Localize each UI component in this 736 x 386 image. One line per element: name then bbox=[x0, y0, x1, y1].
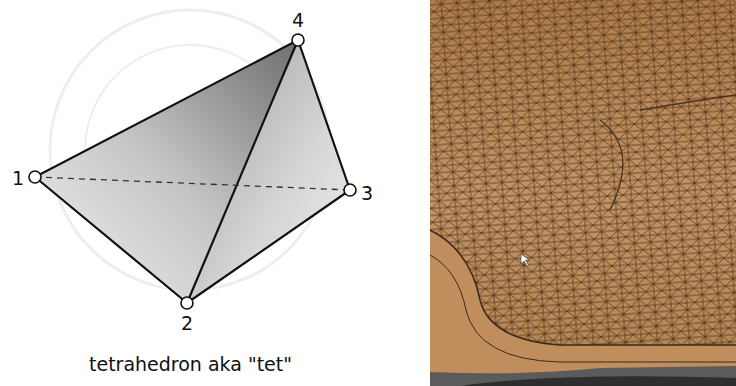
tet-edge bbox=[35, 40, 298, 177]
vertex-number: 2 bbox=[181, 314, 193, 333]
vertex-node bbox=[29, 171, 41, 183]
vertex-node bbox=[292, 34, 304, 46]
tet-face bbox=[187, 40, 350, 303]
vertex-node bbox=[181, 297, 193, 309]
figure-caption: tetrahedron aka "tet" bbox=[89, 355, 292, 374]
vertex-number: 1 bbox=[12, 169, 24, 188]
vertex-number: 3 bbox=[361, 184, 373, 203]
vertex-node bbox=[344, 184, 356, 196]
tet-edge bbox=[187, 190, 350, 303]
mesh-screenshot bbox=[430, 0, 736, 386]
tet-edge bbox=[298, 40, 350, 190]
vertex-number: 4 bbox=[292, 11, 304, 30]
tet-edge bbox=[35, 177, 187, 303]
hidden-edge bbox=[35, 177, 350, 190]
